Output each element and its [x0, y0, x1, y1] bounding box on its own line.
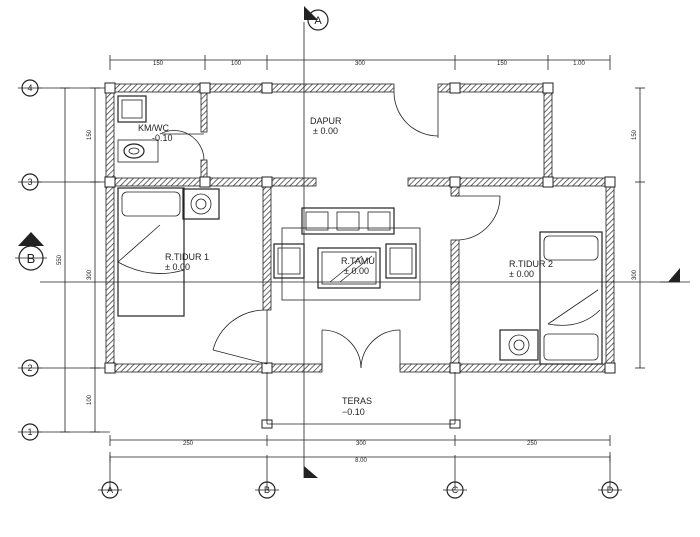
dim-top-4: 150	[497, 61, 508, 67]
svg-text:4: 4	[27, 83, 32, 93]
top-dimension-chain: 150 100 300 150 1.00	[109, 55, 611, 70]
dim-top-5: 1.00	[573, 61, 585, 67]
bed2-name: R.TIDUR 2	[509, 259, 553, 269]
terrace-outline	[266, 372, 456, 425]
grid-bubble-col-b: B	[255, 481, 279, 499]
right-dimension-chain: 150 300	[632, 87, 645, 369]
bed-1	[117, 187, 185, 317]
row-grid-bubbles: 4 3 2 1	[18, 79, 42, 441]
sink-bed-1	[182, 188, 220, 220]
grid-bubble-col-c: C	[443, 481, 467, 499]
living-name: R.TAMU	[341, 256, 375, 266]
living-level: ± 0.00	[344, 266, 369, 276]
bed2-level: ± 0.00	[509, 269, 534, 279]
terrace-name: TERAS	[342, 396, 372, 406]
svg-text:D: D	[607, 485, 614, 495]
sink-bed-2	[499, 329, 539, 361]
dim-bottom-3: 250	[527, 441, 538, 447]
dim-left-1: 150	[87, 129, 93, 140]
dim-bottom-1: 250	[183, 441, 194, 447]
section-a-arrow-bottom	[304, 466, 318, 478]
living-room-furniture	[273, 207, 421, 301]
column-grid-bubbles: A B C D	[98, 481, 622, 499]
grid-bubble-col-a: A	[98, 481, 122, 499]
dim-top-3: 300	[355, 61, 366, 67]
dim-left-2: 300	[87, 269, 93, 280]
dim-top-1: 150	[153, 61, 164, 67]
grid-axes	[38, 87, 611, 490]
dim-bottom-total: 8.00	[355, 458, 367, 464]
svg-text:3: 3	[27, 177, 32, 187]
grid-bubble-row-1: 1	[18, 423, 42, 441]
dim-bottom-2: 300	[356, 441, 367, 447]
section-a-label: A	[314, 15, 322, 27]
walls	[105, 83, 615, 373]
dim-right-2: 300	[632, 269, 638, 280]
bath-name: KM/WC	[138, 123, 169, 133]
dim-top-2: 100	[231, 61, 242, 67]
svg-text:2: 2	[27, 363, 32, 373]
svg-text:1: 1	[27, 427, 32, 437]
dim-left-3: 100	[87, 394, 93, 405]
grid-bubble-row-3: 3	[18, 173, 42, 191]
section-cut-lines	[40, 22, 690, 478]
terrace-level: −0.10	[342, 407, 365, 417]
bottom-dimension-chain: 250 300 250 8.00	[109, 435, 611, 464]
section-marker-b: B	[15, 232, 47, 271]
svg-text:A: A	[107, 485, 113, 495]
section-b-arrow-right	[668, 268, 680, 282]
room-labels: DAPUR ± 0.00 KM/WC -0.10 R.TIDUR 1 ± 0.0…	[138, 116, 553, 417]
dim-left-total: 550	[57, 254, 63, 265]
bathroom-fixtures	[117, 95, 159, 163]
bed-2	[539, 231, 603, 365]
bed1-level: ± 0.00	[165, 262, 190, 272]
kitchen-name: DAPUR	[310, 116, 342, 126]
section-marker-a: A	[304, 6, 329, 31]
left-dimension-chain: 550 150 300 100	[57, 87, 100, 433]
dim-right-1: 150	[632, 129, 638, 140]
grid-bubble-row-4: 4	[18, 79, 42, 97]
grid-bubble-row-2: 2	[18, 359, 42, 377]
doors	[159, 91, 501, 369]
section-b-label: B	[27, 251, 36, 266]
bed1-name: R.TIDUR 1	[165, 252, 209, 262]
bath-level: -0.10	[152, 133, 173, 143]
grid-bubble-col-d: D	[598, 481, 622, 499]
svg-text:C: C	[452, 485, 459, 495]
kitchen-level: ± 0.00	[313, 126, 338, 136]
svg-text:B: B	[264, 485, 270, 495]
